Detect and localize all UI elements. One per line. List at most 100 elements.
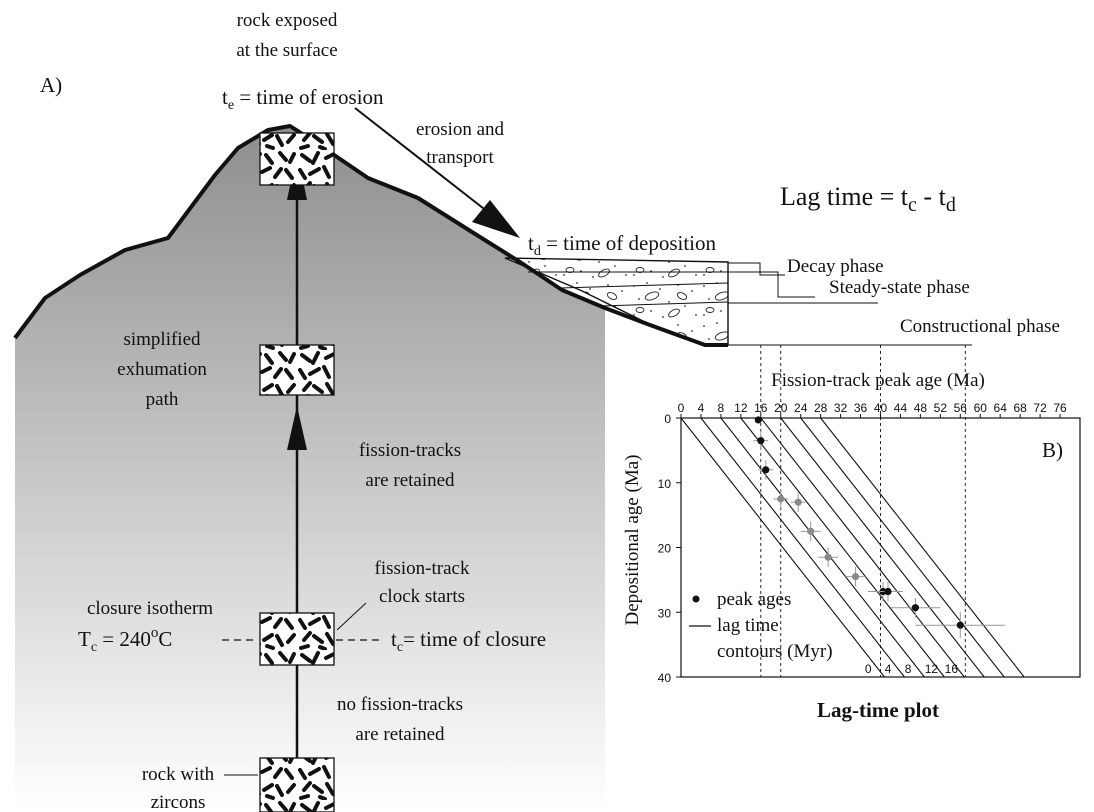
y-tick-label: 0	[664, 412, 671, 426]
x-tick-label: 56	[954, 401, 968, 415]
x-tick-label: 40	[874, 401, 888, 415]
lag-contour-line	[720, 417, 925, 678]
peak-age-point	[757, 437, 765, 445]
y-tick-label: 10	[658, 477, 672, 491]
retained-line2: are retained	[365, 470, 455, 491]
x-tick-label: 0	[678, 401, 685, 415]
lag-contour-line	[680, 417, 885, 678]
x-tick-label: 48	[914, 401, 928, 415]
closure-time-label: tc= time of closure	[391, 627, 546, 655]
x-tick-label: 4	[698, 401, 705, 415]
erosion-time-label: te = time of erosion	[222, 85, 384, 113]
lag-contour-label: 4	[885, 662, 892, 676]
x-tick-label: 44	[894, 401, 908, 415]
peak-age-point	[956, 621, 964, 629]
erosion-transport-line1: erosion and	[416, 119, 505, 140]
x-tick-label: 32	[834, 401, 848, 415]
clock-starts-line2: clock starts	[379, 586, 465, 607]
closure-temperature-label: Tc = 240oC	[78, 625, 172, 655]
peak-age-point	[762, 466, 770, 474]
lag-contour-label: 16	[945, 662, 959, 676]
exhumation-path-line2: exhumation	[117, 359, 207, 380]
plot-y-axis-title: Depositional age (Ma)	[622, 455, 643, 626]
legend-lag-line1: lag time	[717, 615, 779, 636]
panel-a-label: A)	[40, 73, 62, 97]
decay-phase-label: Decay phase	[787, 256, 884, 277]
lag-contour-line	[760, 417, 965, 678]
x-tick-label: 36	[854, 401, 868, 415]
not-retained-line2: are retained	[355, 724, 445, 745]
clock-starts-line1: fission-track	[375, 558, 470, 579]
erosion-arrow-line	[354, 107, 489, 213]
surface-label-line1: rock exposed	[237, 10, 338, 31]
lag-contour-line	[820, 417, 1025, 678]
retained-line1: fission-tracks	[359, 440, 461, 461]
y-tick-label: 40	[658, 671, 672, 685]
x-tick-label: 76	[1053, 401, 1067, 415]
peak-age-point	[794, 498, 802, 506]
plot-title: Lag-time plot	[817, 698, 939, 722]
peak-age-point	[884, 587, 892, 596]
surface-label-line2: at the surface	[236, 40, 337, 61]
sediment-layer-3	[599, 301, 729, 307]
not-retained-line1: no fission-tracks	[337, 694, 463, 715]
constructional-label: Constructional phase	[900, 316, 1060, 337]
panel-b-label: B)	[1042, 438, 1063, 462]
x-tick-label: 28	[814, 401, 828, 415]
plot-x-axis-title: Fission-track peak age (Ma)	[771, 370, 985, 391]
peak-age-point	[807, 527, 815, 535]
x-tick-label: 72	[1033, 401, 1047, 415]
x-tick-label: 8	[718, 401, 725, 415]
closure-isotherm-label: closure isotherm	[87, 598, 213, 619]
lag-contour-line	[700, 417, 905, 678]
x-tick-label: 52	[934, 401, 948, 415]
rock-box-closure	[259, 612, 335, 666]
exhumation-path-line3: path	[146, 389, 179, 410]
lag-contour-label: 0	[865, 662, 872, 676]
arrowhead-lower	[287, 406, 307, 450]
peak-age-point	[851, 573, 860, 581]
steady-leader	[728, 271, 815, 298]
erosion-arrowhead	[472, 200, 520, 238]
x-tick-label: 12	[734, 401, 748, 415]
rock-box-bottom	[259, 757, 335, 812]
x-tick-label: 64	[994, 401, 1008, 415]
x-tick-label: 16	[754, 401, 768, 415]
legend-peak-label: peak ages	[717, 589, 791, 610]
zircon-label-line1: rock with	[142, 764, 215, 785]
peak-age-point	[824, 553, 832, 561]
peak-age-point	[777, 495, 785, 503]
peak-age-point	[911, 604, 920, 612]
x-tick-label: 24	[794, 401, 808, 415]
deposition-time-label: td = time of deposition	[528, 231, 717, 259]
sediment-layer-2	[559, 282, 729, 289]
rock-box-middle	[259, 344, 335, 396]
peak-age-point	[754, 416, 762, 424]
x-tick-label: 60	[974, 401, 988, 415]
decay-leader	[728, 262, 785, 276]
lag-time-equation: Lag time = tc - td	[780, 182, 956, 216]
rock-box-top	[259, 132, 335, 186]
legend-lag-line2: contours (Myr)	[717, 641, 833, 662]
clock-leader	[336, 602, 367, 631]
y-tick-label: 30	[658, 606, 672, 620]
zircon-label-line2: zircons	[151, 792, 206, 812]
steady-state-label: Steady-state phase	[829, 277, 970, 298]
data-points	[753, 416, 1006, 639]
lag-contour-label: 12	[925, 662, 939, 676]
exhumation-path-line1: simplified	[123, 329, 201, 350]
lag-contour-line	[740, 417, 945, 678]
mountain-body	[15, 126, 605, 812]
lag-contour-line	[800, 417, 1005, 678]
lag-contour-label: 8	[905, 662, 912, 676]
lag-contour-line	[780, 417, 985, 678]
y-tick-label: 20	[658, 542, 672, 556]
x-tick-label: 20	[774, 401, 788, 415]
x-tick-label: 68	[1013, 401, 1027, 415]
erosion-transport-line2: transport	[426, 147, 494, 168]
